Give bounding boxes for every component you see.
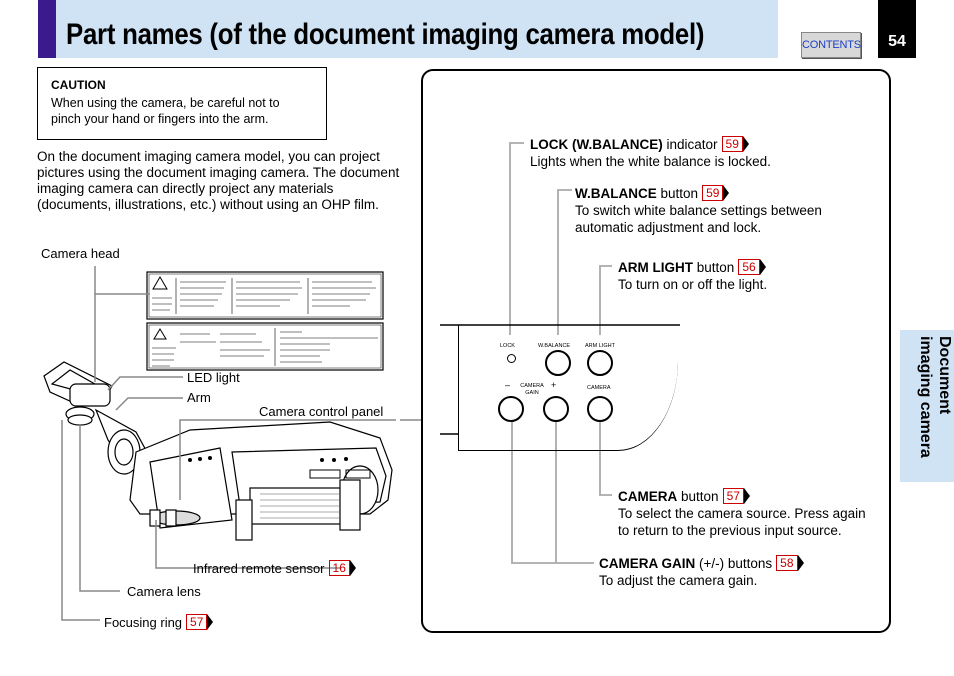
callout-armlight-name: ARM LIGHT [618, 260, 693, 275]
intro-paragraph: On the document imaging camera model, yo… [37, 149, 400, 212]
title-bar [38, 0, 778, 58]
warning-label-bottom [146, 322, 384, 371]
callout-wbalance-desc2: automatic adjustment and lock. [575, 220, 762, 235]
caution-text: When using the camera, be careful not to… [51, 96, 280, 126]
callout-lock-name: LOCK (W.BALANCE) [530, 137, 663, 152]
panel-label-armlight: ARM LIGHT [585, 343, 615, 349]
callout-gain-suffix: (+/-) buttons [699, 556, 773, 571]
ref-gain[interactable]: 58 [776, 555, 804, 571]
panel-label-camera-gain: CAMERA GAIN [518, 383, 546, 397]
camera-head-drawing [43, 361, 149, 475]
callout-camera-desc1: To select the camera source. Press again [618, 506, 866, 521]
callout-wbalance-desc1: To switch white balance settings between [575, 203, 822, 218]
title-accent [38, 0, 56, 58]
callout-armlight-suffix: button [696, 260, 735, 275]
ref-infrared[interactable]: 16 [328, 560, 357, 576]
label-arm: Arm [187, 390, 211, 405]
label-camera-control-panel: Camera control panel [259, 404, 384, 419]
projector-details [188, 456, 371, 479]
ref-armlight[interactable]: 56 [738, 259, 767, 275]
projector-body-drawing [129, 421, 393, 541]
warning-label-top [146, 271, 384, 320]
callout-armlight-desc: To turn on or off the light. [618, 277, 768, 292]
panel-leader-lines [509, 142, 612, 564]
panel-label-lock: LOCK [500, 343, 515, 349]
ref-wbalance[interactable]: 59 [702, 185, 730, 201]
vent-grille [260, 493, 340, 519]
camera-control-panel [458, 325, 678, 451]
panel-label-minus: – [505, 380, 511, 390]
caution-title: CAUTION [51, 78, 106, 92]
caution-box [37, 67, 327, 140]
panel-label-camera-gain-2: GAIN [525, 390, 539, 396]
left-leader-lines [61, 266, 421, 621]
panel-label-plus: + [551, 380, 557, 390]
panel-label-camera: CAMERA [587, 385, 611, 391]
camera-button[interactable] [587, 396, 613, 422]
laser-warning-icon [152, 276, 168, 290]
callout-gain-desc: To adjust the camera gain. [599, 573, 758, 588]
gain-minus-button[interactable] [498, 396, 524, 422]
callout-lock-suffix: indicator [666, 137, 718, 152]
label-camera-lens: Camera lens [127, 584, 201, 599]
page-number: 54 [878, 0, 916, 58]
ref-lock[interactable]: 59 [721, 136, 750, 152]
callout-camera-desc2: to return to the previous input source. [618, 523, 842, 538]
callout-camera-suffix: button [681, 489, 719, 504]
label-camera-head: Camera head [41, 246, 120, 261]
gain-plus-button[interactable] [543, 396, 569, 422]
label-focusing-text: Focusing ring [104, 615, 183, 630]
lock-indicator [507, 354, 516, 363]
panel-label-wbalance: W.BALANCE [538, 343, 571, 349]
page-title: Part names (of the document imaging came… [66, 18, 705, 51]
label-infrared-text: Infrared remote sensor [193, 561, 325, 576]
side-tab[interactable] [900, 330, 954, 482]
callout-gain-name: CAMERA GAIN [599, 556, 696, 571]
callout-wbalance-suffix: button [660, 186, 699, 201]
callout-camera-name: CAMERA [618, 489, 678, 504]
label-led-light: LED light [187, 370, 240, 385]
armlight-button[interactable] [587, 350, 613, 376]
callout-wbalance-name: W.BALANCE [575, 186, 657, 201]
wbalance-button[interactable] [545, 350, 571, 376]
panel-label-camera-gain-1: CAMERA [520, 383, 544, 389]
callout-lock-desc: Lights when the white balance is locked. [530, 154, 771, 169]
contents-button[interactable]: CONTENTS [801, 32, 861, 58]
ref-focusing[interactable]: 57 [186, 614, 214, 630]
control-panel-frame [421, 69, 891, 633]
ref-camera[interactable]: 57 [722, 488, 751, 504]
